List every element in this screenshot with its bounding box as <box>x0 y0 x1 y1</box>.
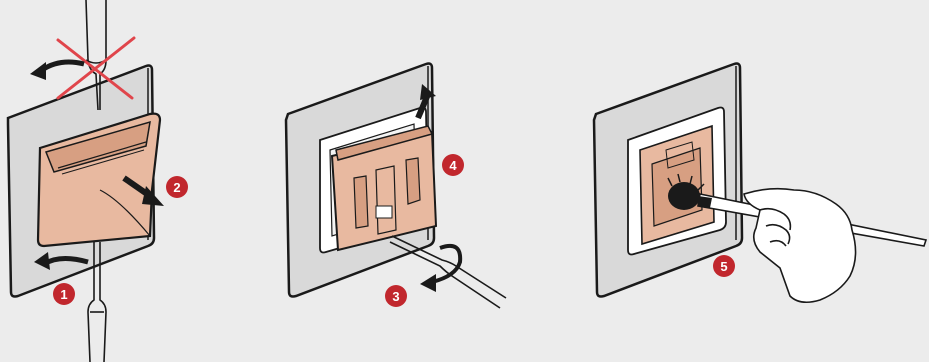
step-badge-3: 3 <box>385 285 407 307</box>
panel-clean-mechanism: 5 <box>594 64 926 303</box>
svg-text:5: 5 <box>720 259 727 274</box>
step-badge-1: 1 <box>53 283 75 305</box>
panel-remove-cover: 1 2 <box>8 0 188 362</box>
rotate-arrow-top-icon <box>30 62 84 80</box>
svg-text:2: 2 <box>173 180 180 195</box>
panel-remove-insert: 3 4 <box>286 64 506 309</box>
svg-text:4: 4 <box>449 158 457 173</box>
svg-text:1: 1 <box>60 287 67 302</box>
svg-text:3: 3 <box>392 289 399 304</box>
step-badge-2: 2 <box>166 176 188 198</box>
hand <box>744 189 856 303</box>
step-badge-5: 5 <box>713 255 735 277</box>
step-badge-4: 4 <box>442 154 464 176</box>
